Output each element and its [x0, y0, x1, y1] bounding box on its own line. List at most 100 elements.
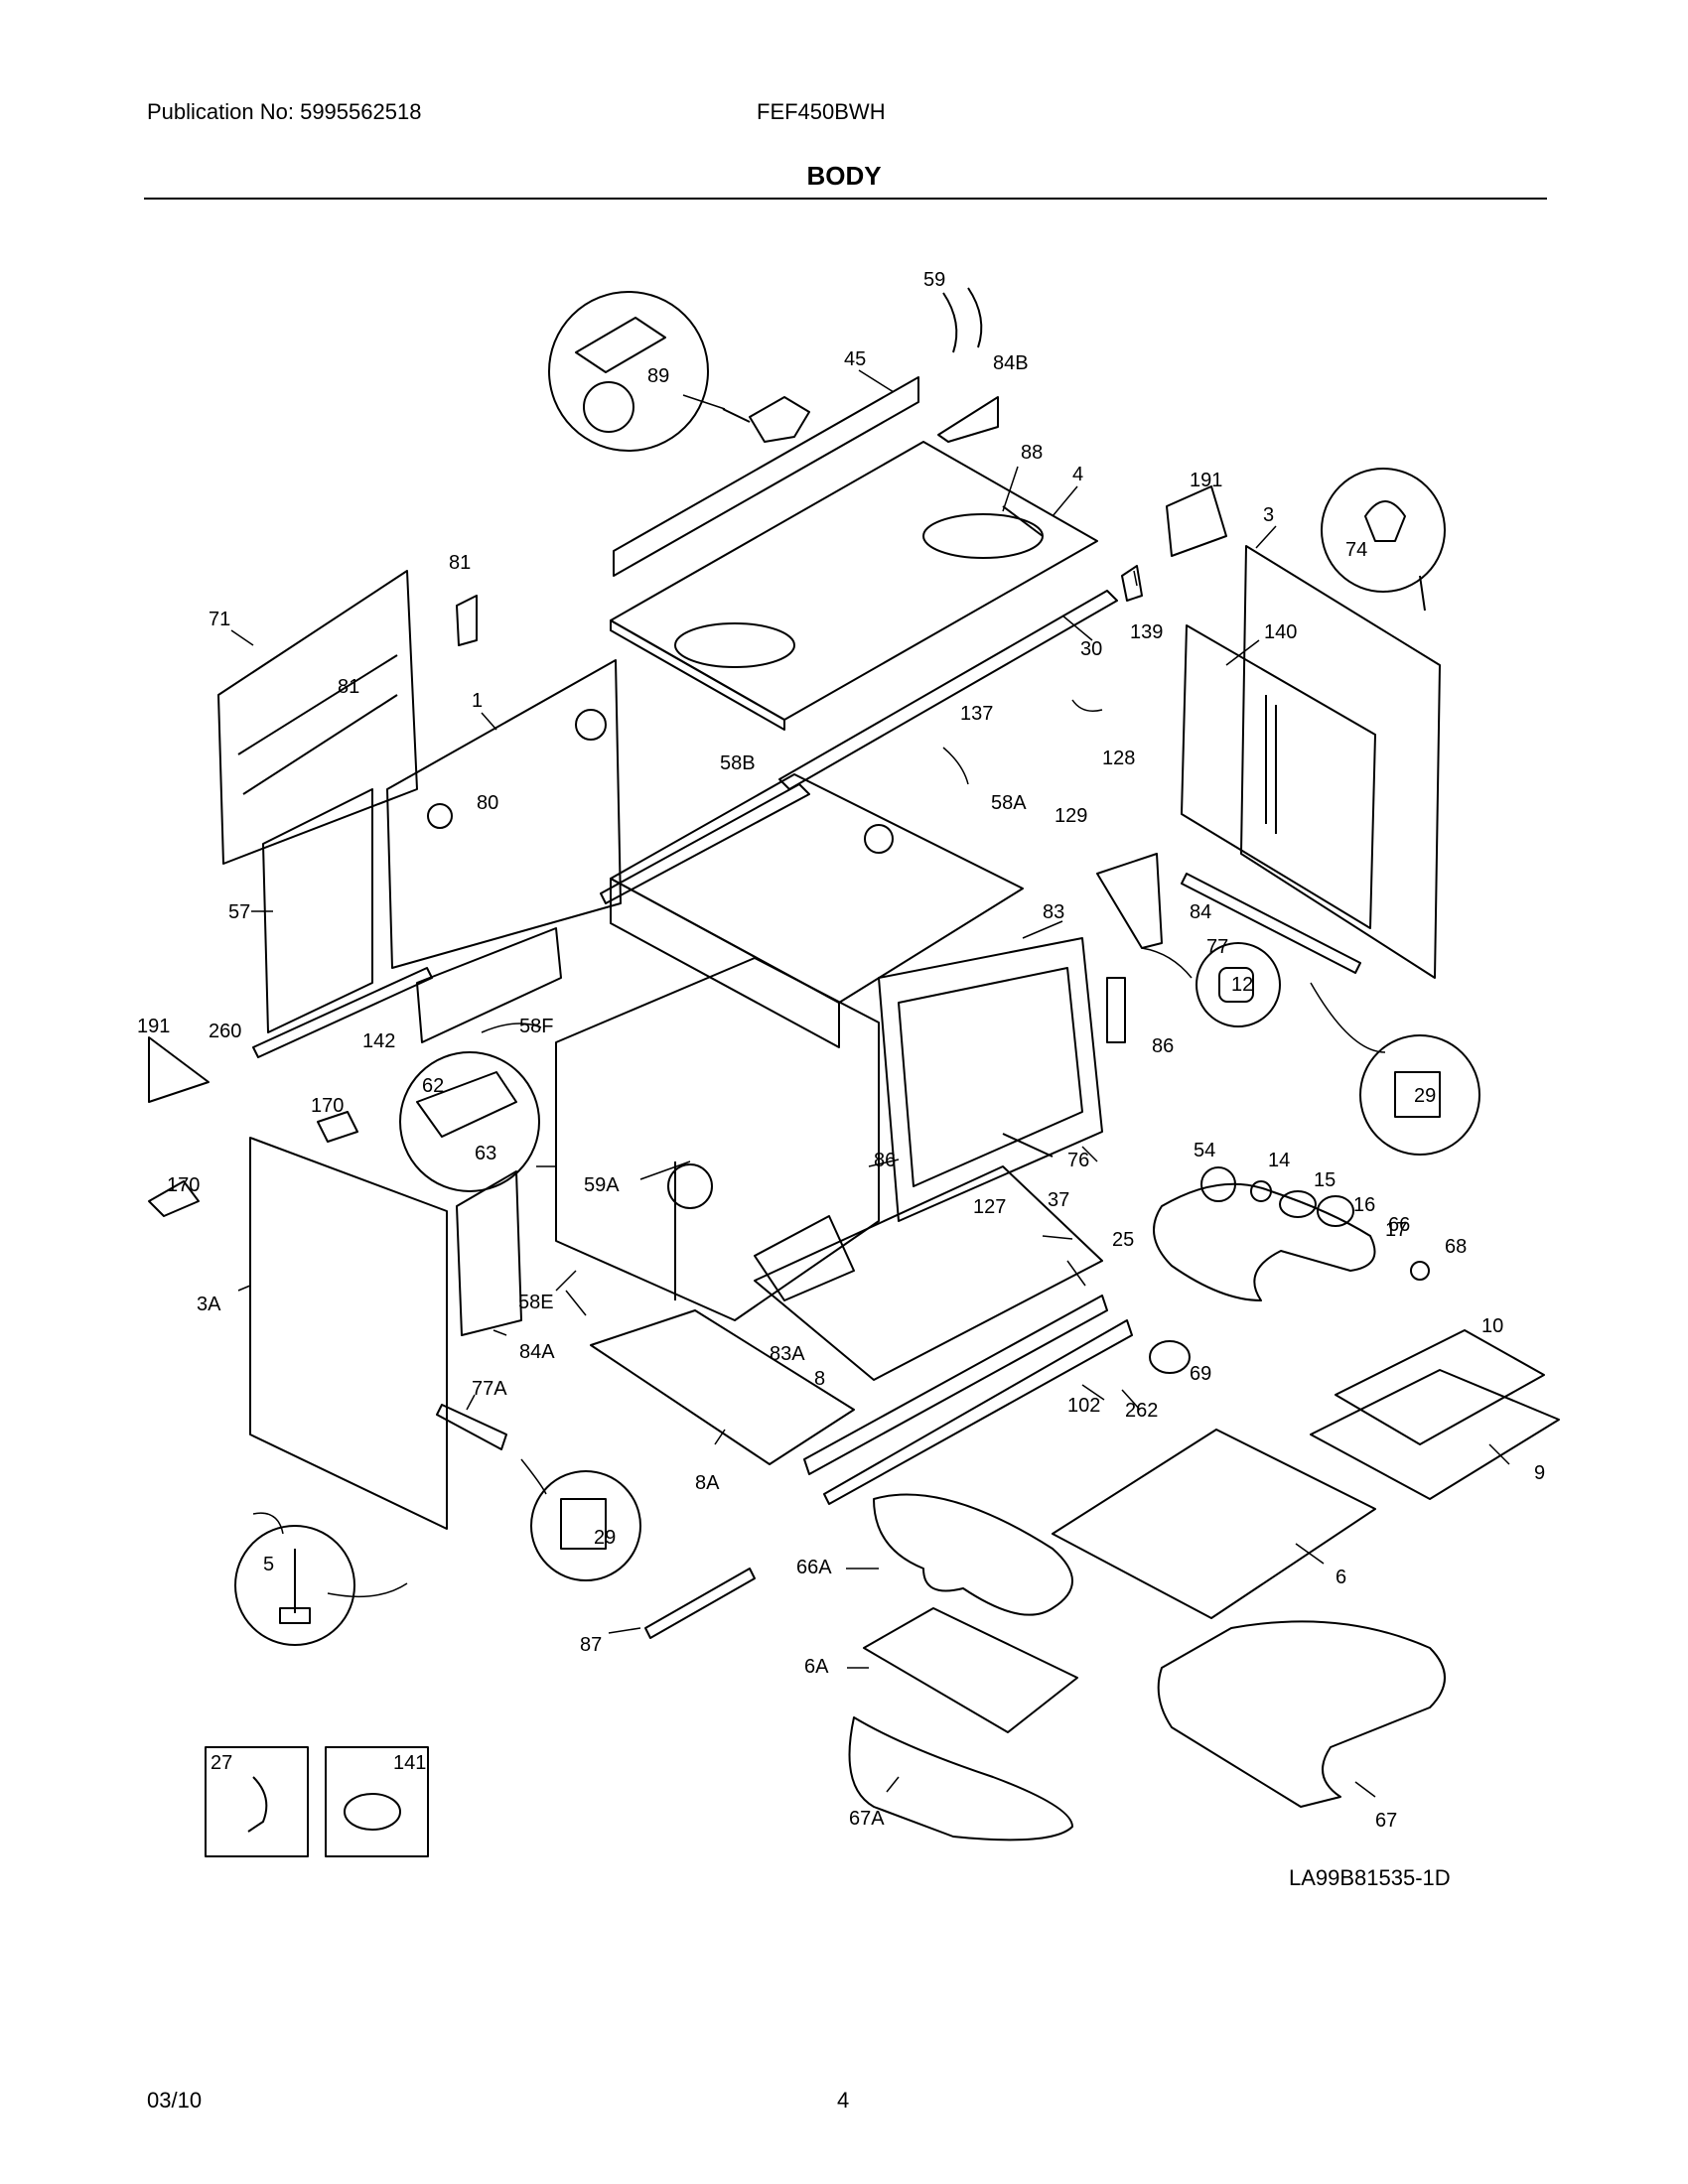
callout-9: 9 [1534, 1462, 1545, 1484]
rear-panel-strip [613, 376, 919, 577]
rail-30-part [778, 590, 1118, 790]
callout-3: 3 [1263, 504, 1274, 526]
oven-bottom-part [754, 1165, 1103, 1381]
broil-element-66 [1153, 1182, 1376, 1301]
callout-191-top: 191 [1190, 470, 1222, 491]
publication-date: 03/10 [147, 2088, 203, 2113]
part-87 [644, 1568, 756, 1639]
publication-number: Publication No: 5995562518 [147, 99, 422, 124]
inset-box-27 [205, 1746, 309, 1857]
callout-86-right: 86 [1152, 1035, 1174, 1057]
callout-58b: 58B [720, 752, 756, 774]
callout-4: 4 [1072, 464, 1083, 485]
callout-62: 62 [422, 1075, 444, 1097]
clip-68-part [1410, 1261, 1430, 1281]
callout-14: 14 [1268, 1150, 1290, 1171]
callout-3a: 3A [197, 1294, 221, 1315]
callout-140: 140 [1264, 621, 1297, 643]
page-title: BODY [806, 161, 882, 191]
callout-191-left: 191 [137, 1016, 170, 1037]
callout-102: 102 [1067, 1395, 1100, 1417]
callout-80: 80 [477, 792, 498, 814]
detail-circle-29-left [530, 1470, 641, 1581]
callout-83a: 83A [770, 1343, 805, 1365]
detail-circle-29-right [1359, 1034, 1480, 1156]
callout-12: 12 [1231, 974, 1253, 996]
callout-87: 87 [580, 1634, 602, 1656]
callout-6a: 6A [804, 1656, 829, 1678]
callout-66a: 66A [796, 1557, 832, 1578]
bracket-81-part [456, 595, 478, 646]
bake-element-67a [848, 1716, 1073, 1842]
callout-25: 25 [1112, 1229, 1134, 1251]
callout-141: 141 [393, 1752, 426, 1774]
callout-29-left: 29 [594, 1527, 616, 1549]
callout-83: 83 [1043, 901, 1064, 923]
callout-262: 262 [1125, 1400, 1158, 1422]
oven-front-frame-part [878, 937, 1103, 1222]
callout-17: 17 [1385, 1219, 1407, 1241]
callout-8: 8 [814, 1368, 825, 1390]
rail-262-part [823, 1319, 1133, 1505]
right-side-panel-part [1181, 545, 1441, 979]
bracket-84-part [1096, 853, 1163, 949]
detail-circle-62 [399, 1051, 540, 1192]
callout-77: 77 [1206, 936, 1228, 958]
callout-59: 59 [923, 269, 945, 291]
thermostat-141-part [344, 1793, 401, 1831]
callout-88: 88 [1021, 442, 1043, 464]
left-side-panel-3a [249, 1137, 448, 1530]
callout-6: 6 [1336, 1567, 1346, 1588]
callout-57: 57 [228, 901, 250, 923]
oven-cavity-body-part [555, 957, 880, 1321]
callout-66: 66 [1388, 1214, 1410, 1236]
callout-84: 84 [1190, 901, 1211, 923]
callout-1: 1 [472, 690, 483, 712]
callout-142: 142 [362, 1030, 395, 1052]
callout-30: 30 [1080, 638, 1102, 660]
oven-cavity-top-part [610, 773, 1024, 1048]
inset-box-141 [325, 1746, 429, 1857]
callout-84a: 84A [519, 1341, 555, 1363]
callout-58a: 58A [991, 792, 1027, 814]
callout-74: 74 [1345, 539, 1367, 561]
callout-58e: 58E [518, 1292, 554, 1313]
panel-8a-part [590, 1309, 855, 1465]
vent-tube-part [942, 287, 983, 353]
callout-89: 89 [647, 365, 669, 387]
callout-81-mid: 81 [338, 676, 359, 698]
detail-circle-89 [548, 291, 709, 452]
part-142 [416, 927, 562, 1043]
callout-128: 128 [1102, 748, 1135, 769]
strip-260-part [252, 967, 433, 1058]
insulation-58b-part [600, 783, 810, 904]
callout-77a: 77A [472, 1378, 507, 1400]
header-divider [144, 198, 1547, 200]
bracket-191-part [1166, 485, 1227, 557]
detail-circle-74 [1321, 468, 1446, 612]
callout-260: 260 [209, 1021, 241, 1042]
rack-6a [863, 1607, 1078, 1733]
rear-panel-71-part [217, 570, 418, 865]
broiler-grid-10 [1335, 1329, 1545, 1445]
page-number: 4 [837, 2088, 850, 2113]
callout-137: 137 [960, 703, 993, 725]
sensor-76-part [1002, 1133, 1054, 1158]
bulb-15 [1279, 1190, 1317, 1218]
bracket-84b-part [937, 396, 999, 443]
bracket-84a-part [456, 1170, 522, 1336]
callout-59a: 59A [584, 1174, 620, 1196]
callout-58f: 58F [519, 1016, 553, 1037]
model-number: FEF450BWH [757, 99, 886, 124]
panel-57-part [262, 788, 373, 1033]
callout-71: 71 [209, 609, 230, 630]
callout-86-mid: 86 [874, 1150, 896, 1171]
top-panel-part [610, 441, 1098, 731]
callout-45: 45 [844, 348, 866, 370]
diagram-reference: LA99B81535-1D [1289, 1865, 1451, 1890]
callout-68: 68 [1445, 1236, 1467, 1258]
callout-67: 67 [1375, 1810, 1397, 1832]
lamp-ring-14 [1250, 1180, 1272, 1202]
socket-16 [1317, 1195, 1354, 1227]
